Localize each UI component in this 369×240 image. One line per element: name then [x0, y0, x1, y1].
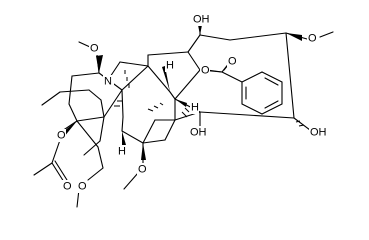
oh-top-label: OH [193, 13, 210, 25]
o-ester-label: O [201, 64, 210, 76]
o-acetyl-carbonyl-label: O [63, 180, 72, 192]
n-label: N [104, 75, 112, 87]
h-mid-label: H [191, 101, 199, 113]
o-acetyl-label: O [57, 129, 66, 141]
hashed-bonds [114, 70, 305, 127]
oh-right-label: OH [310, 126, 327, 138]
structure-canvas: OH O O N H O O H O OH OH H O O O [33, 13, 334, 208]
oh-center-label: OH [190, 126, 207, 138]
wedge-bonds [60, 20, 302, 160]
h-upper-label: H [166, 59, 174, 71]
molecule-drawing: OH O O N H O O H O OH OH H O O O [33, 13, 334, 208]
o-carbonyl-label: O [228, 55, 237, 67]
atom-labels: OH O O N H O O H O OH OH H O O O [56, 13, 327, 193]
o-methoxy-top-left-label: O [90, 42, 99, 54]
h-lower-label: H [118, 145, 126, 157]
o-methoxy-lower-label: O [138, 163, 147, 175]
o-methoxy-bottom-label: O [78, 180, 87, 192]
o-methoxy-top-right-label: O [308, 32, 317, 44]
bond-lines [33, 19, 334, 208]
